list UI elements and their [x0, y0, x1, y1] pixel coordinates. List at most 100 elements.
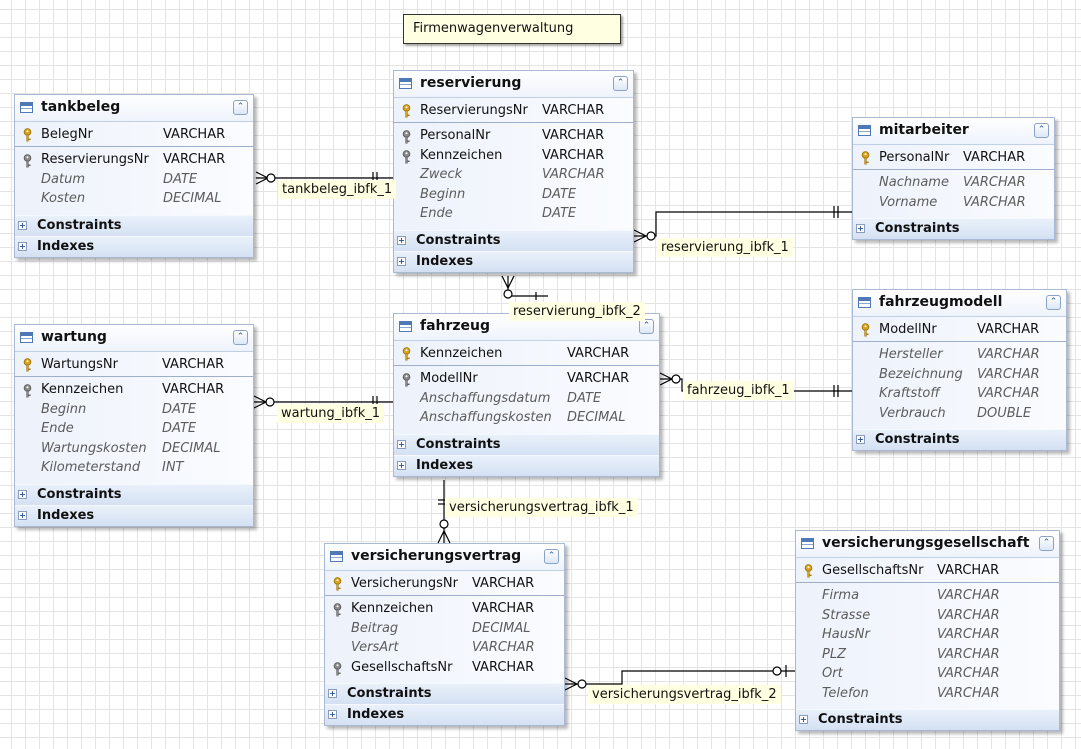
relation-label-reservierung-ibfk-2[interactable]: reservierung_ibfk_2: [509, 302, 645, 321]
expand-icon[interactable]: [856, 435, 865, 444]
table-header[interactable]: versicherungsvertrag⌃: [325, 544, 564, 571]
expand-icon[interactable]: [799, 715, 808, 724]
constraints-section[interactable]: Constraints: [394, 433, 659, 455]
relation-label-fahrzeug-ibfk-1[interactable]: fahrzeug_ibfk_1: [683, 381, 794, 400]
expand-icon[interactable]: [856, 224, 865, 233]
constraints-section[interactable]: Constraints: [15, 483, 253, 505]
indexes-section[interactable]: Indexes: [394, 250, 633, 272]
field-name: Anschaffungskosten: [420, 410, 552, 425]
expand-icon[interactable]: [397, 460, 406, 470]
constraints-section[interactable]: Constraints: [796, 709, 1059, 730]
expand-icon[interactable]: [397, 256, 406, 266]
table-header[interactable]: tankbeleg⌃: [15, 95, 253, 122]
collapse-icon[interactable]: ⌃: [639, 319, 654, 334]
table-header[interactable]: reservierung⌃: [394, 71, 633, 98]
table-header[interactable]: versicherungsgesellschaft⌃: [796, 531, 1059, 558]
table-header[interactable]: mitarbeiter⌃: [853, 118, 1054, 145]
expand-icon[interactable]: [18, 241, 27, 251]
table-header[interactable]: fahrzeugmodell⌃: [853, 290, 1066, 317]
collapse-icon[interactable]: ⌃: [613, 76, 628, 91]
relation-label-versicherungsvertrag-ibfk-1[interactable]: versicherungsvertrag_ibfk_1: [445, 498, 638, 517]
field-name: Bezeichnung: [879, 366, 963, 382]
table-header[interactable]: wartung⌃: [15, 325, 253, 352]
constraints-section[interactable]: Constraints: [325, 683, 564, 704]
constraints-section[interactable]: Constraints: [853, 429, 1066, 450]
relation-label-reservierung-ibfk-1[interactable]: reservierung_ibfk_1: [657, 238, 793, 257]
expand-icon[interactable]: [328, 710, 337, 719]
expand-icon[interactable]: [18, 510, 27, 520]
table-versicherungsgesellschaft[interactable]: versicherungsgesellschaft⌃GesellschaftsN…: [795, 530, 1060, 731]
relation-label-tankbeleg-ibfk-1[interactable]: tankbeleg_ibfk_1: [278, 180, 397, 199]
indexes-section[interactable]: Indexes: [15, 504, 253, 526]
indexes-section[interactable]: Indexes: [325, 704, 564, 725]
expand-icon[interactable]: [18, 220, 27, 230]
collapse-icon[interactable]: ⌃: [1046, 295, 1061, 310]
constraints-section[interactable]: Constraints: [15, 214, 253, 236]
foreign-key-icon: [401, 149, 412, 164]
collapse-icon[interactable]: ⌃: [233, 330, 248, 345]
indexes-section[interactable]: Indexes: [394, 454, 659, 476]
collapse-icon[interactable]: ⌃: [233, 100, 248, 115]
expand-icon[interactable]: [18, 489, 27, 499]
relation-label-versicherungsvertrag-ibfk-2[interactable]: versicherungsvertrag_ibfk_2: [588, 685, 781, 704]
collapse-icon[interactable]: ⌃: [1039, 536, 1054, 551]
indexes-section[interactable]: Indexes: [15, 235, 253, 257]
diagram-note[interactable]: Firmenwagenverwaltung: [403, 14, 621, 44]
constraints-section[interactable]: Constraints: [394, 229, 633, 251]
expand-icon[interactable]: [397, 235, 406, 245]
constraints-section[interactable]: Constraints: [853, 218, 1054, 239]
collapse-icon[interactable]: ⌃: [1034, 123, 1049, 138]
expand-icon[interactable]: [328, 689, 337, 698]
relation-label-wartung-ibfk-1[interactable]: wartung_ibfk_1: [277, 404, 385, 423]
collapse-icon[interactable]: ⌃: [544, 549, 559, 564]
expand-icon[interactable]: [397, 439, 406, 449]
